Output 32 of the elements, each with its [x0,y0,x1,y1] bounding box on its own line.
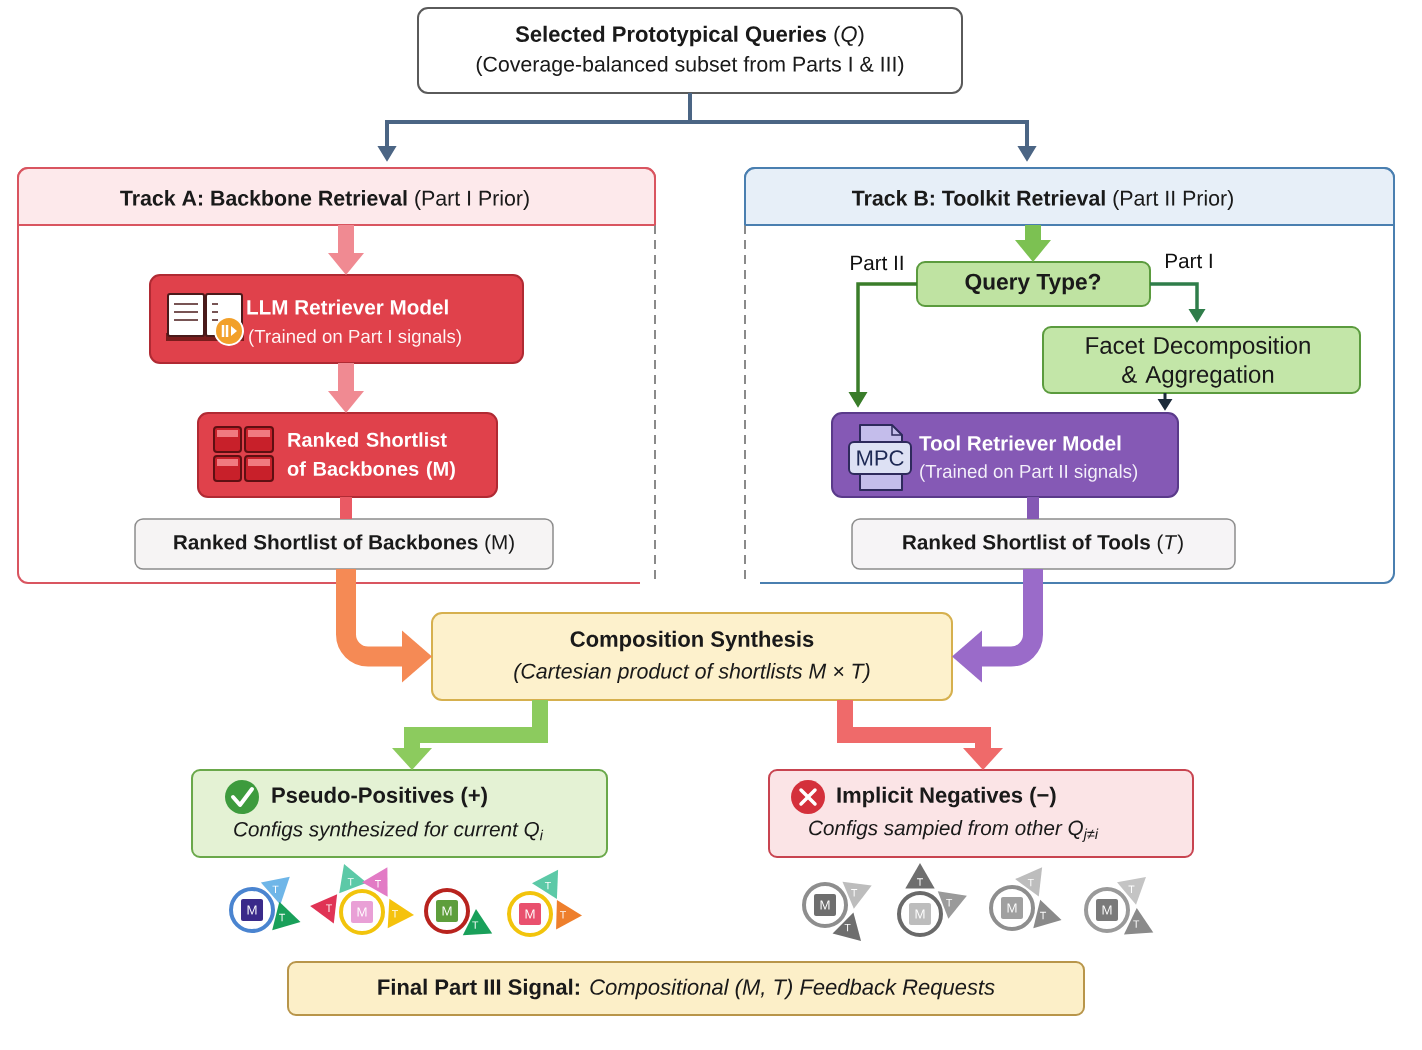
label: T [347,878,354,886]
block-arrow [837,700,1003,770]
block-arrow [952,569,1043,683]
panel-header: Track A: Backbone Retrieval (Part I Prior) [17,167,656,226]
label: M [1102,905,1112,915]
shortlist-box: Ranked Shortlist of Backbones (M) [134,518,554,570]
panel-header: Track B: Toolkit Retrieval (Part II Prior) [744,167,1395,226]
process-box: Facet Decomposition & Aggregation [1042,326,1361,394]
label: T [851,889,858,897]
edge-label: Part I [1162,251,1216,271]
label: T [325,904,333,912]
connector-bar [1027,497,1039,519]
decision-box: Query Type? [916,261,1151,307]
shortlist-box: Ranked Shortlist of Tools (T) [851,518,1236,570]
label: T [1128,885,1135,893]
block-arrow [392,700,548,770]
edge-label: Part II [847,253,907,273]
synthesis-box: Composition Synthesis (Cartesian product of shortlists M × T) [431,612,953,701]
label: T [1133,920,1140,928]
block-arrow [328,225,364,275]
label: M [357,907,367,917]
block-arrow [328,363,364,413]
connector-bar [340,497,352,519]
query-box: Selected Prototypical Queries (Q) (Coverage-balanced subset from Parts I & III) [417,7,963,94]
block-arrow [1015,225,1051,262]
label: T [844,923,851,932]
block-arrow [336,569,432,683]
label: T [374,880,382,888]
outcome-box: Implicit Negatives (−) Configs sampied from other Q$_{j≠i}$ [768,769,1194,858]
label: M [820,900,830,910]
outcome-box: Pseudo-Positives (+) Configs synthesized for current Q$_{i}$ [191,769,608,858]
signal-box: Final Part III Signal: Compositional (M, T) Feedback Requests [287,961,1085,1016]
